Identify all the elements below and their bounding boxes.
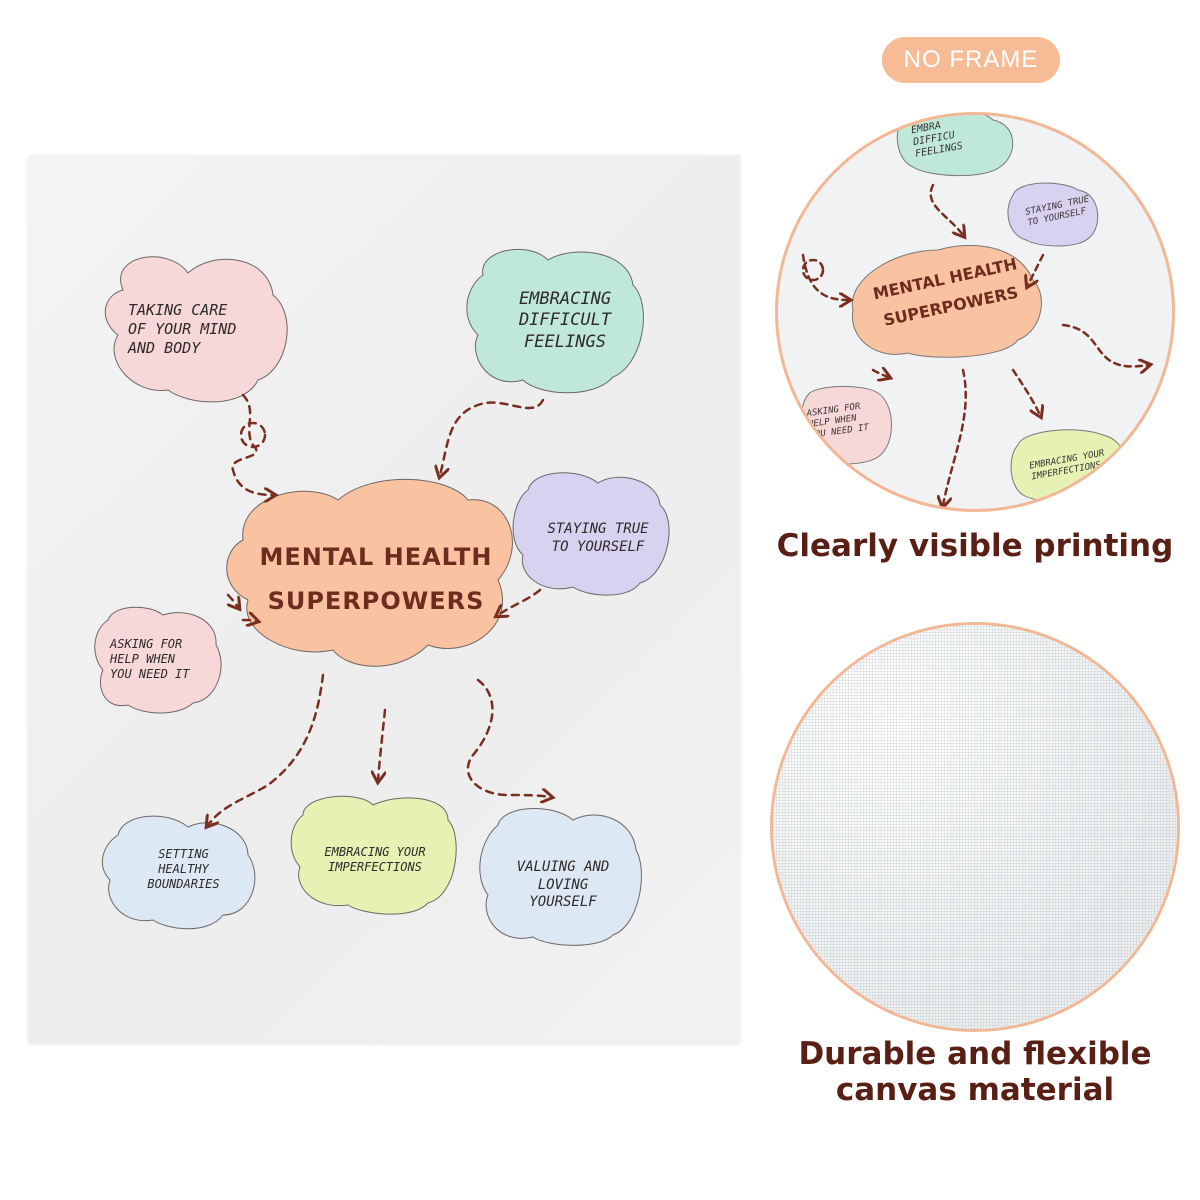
dashed-arrows bbox=[208, 393, 550, 825]
canvas-texture bbox=[773, 625, 1177, 1029]
cloud-staying-true bbox=[512, 472, 670, 596]
cloud-text-imperfections: EMBRACING YOUR IMPERFECTIONS bbox=[324, 845, 426, 874]
zoom-cloud-imperfections bbox=[1010, 429, 1127, 504]
zoom-cloud-staying bbox=[1007, 182, 1099, 247]
cloud-text-boundaries: SETTING HEALTHY BOUNDARIES bbox=[147, 847, 220, 891]
cloud-text-embracing-feelings: EMBRACING DIFFICULT FEELINGS bbox=[518, 289, 612, 352]
cloud-valuing bbox=[479, 808, 642, 946]
cloud-taking-care bbox=[104, 256, 288, 403]
cloud-text-taking-care: TAKING CARE OF YOUR MIND AND BODY bbox=[128, 301, 237, 357]
cloud-imperfections bbox=[290, 795, 457, 915]
zoom-cloud-center bbox=[851, 244, 1042, 358]
zoom-cloud-asking bbox=[800, 385, 892, 465]
zoom-cloud-top bbox=[896, 115, 1014, 177]
canvas-poster: TAKING CARE OF YOUR MIND AND BODY EMBRAC… bbox=[28, 155, 740, 1043]
caption-printing: Clearly visible printing bbox=[776, 528, 1174, 564]
cloud-embracing-feelings bbox=[466, 248, 644, 394]
cloud-asking-help bbox=[94, 606, 222, 714]
cloud-text-valuing: VALUING AND LOVING YOURSELF bbox=[516, 859, 610, 910]
cloud-text-asking-help: ASKING FOR HELP WHEN YOU NEED IT bbox=[110, 637, 190, 681]
cloud-text-staying-true: STAYING TRUE TO YOURSELF bbox=[547, 521, 649, 555]
zoom-dashed-arrows bbox=[801, 183, 1148, 505]
zoom-circle-material bbox=[770, 622, 1180, 1032]
no-frame-badge: NO FRAME bbox=[882, 37, 1060, 83]
zoom-graphics bbox=[800, 115, 1175, 512]
caption-material: Durable and flexible canvas material bbox=[798, 1036, 1152, 1108]
cloud-boundaries bbox=[101, 815, 256, 930]
zoom-circle-printing: EMBRA DIFFICU FEELINGS STAYING TRUE TO Y… bbox=[775, 112, 1175, 512]
cloud-text-center: MENTAL HEALTH SUPERPOWERS bbox=[259, 543, 493, 615]
mind-map-graphics bbox=[94, 248, 670, 946]
